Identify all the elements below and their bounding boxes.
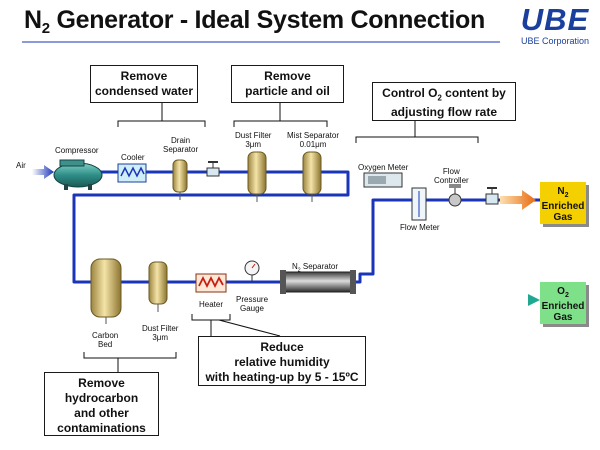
flow-controller (448, 184, 462, 207)
o2-arrowhead (528, 294, 540, 306)
mist-separator (302, 151, 322, 202)
pressure-gauge (244, 260, 260, 282)
cooler (117, 163, 147, 183)
heater (195, 273, 227, 293)
callout-condensed-water: Remove condensed water (90, 65, 198, 103)
label-compressor: Compressor (55, 146, 99, 155)
label-heater: Heater (199, 300, 224, 309)
dust-filter-2 (148, 261, 168, 312)
label-cooler: Cooler (121, 153, 145, 162)
flow-meter (411, 187, 427, 221)
air-arrow (32, 165, 54, 179)
carbon-bed (90, 258, 122, 324)
ube-logo: UBE UBE Corporation (515, 2, 595, 47)
o2-enriched-gas-output: O2 Enriched Gas (540, 282, 586, 324)
logo-text: UBE Corporation (520, 36, 590, 46)
callout-hydrocarbon: Remove hydrocarbon and other contaminati… (44, 372, 159, 436)
n2-enriched-gas-output: N2 Enriched Gas (540, 182, 586, 224)
dust-filter-1 (247, 151, 267, 202)
label-n2-separator: N2 Separator (292, 262, 339, 274)
logo-mark: UBE (520, 2, 590, 37)
drain-separator (172, 159, 188, 200)
valve-2 (485, 187, 499, 205)
page-title: N2 Generator - Ideal System Connection (24, 6, 485, 37)
label-air: Air (16, 161, 26, 170)
callout-humidity: Reduce relative humidity with heating-up… (198, 336, 366, 386)
label-flow-meter: Flow Meter (400, 223, 440, 232)
n2-arrow (500, 190, 536, 210)
valve-1 (206, 161, 220, 177)
oxygen-meter (363, 172, 403, 188)
compressor (53, 159, 103, 190)
n2-separator (280, 270, 356, 294)
callout-o2-control: Control O2 content by adjusting flow rat… (372, 82, 516, 121)
callout-particle-oil: Remove particle and oil (231, 65, 344, 103)
label-oxygen-meter: Oxygen Meter (358, 163, 409, 172)
callout-brackets (83, 103, 479, 372)
